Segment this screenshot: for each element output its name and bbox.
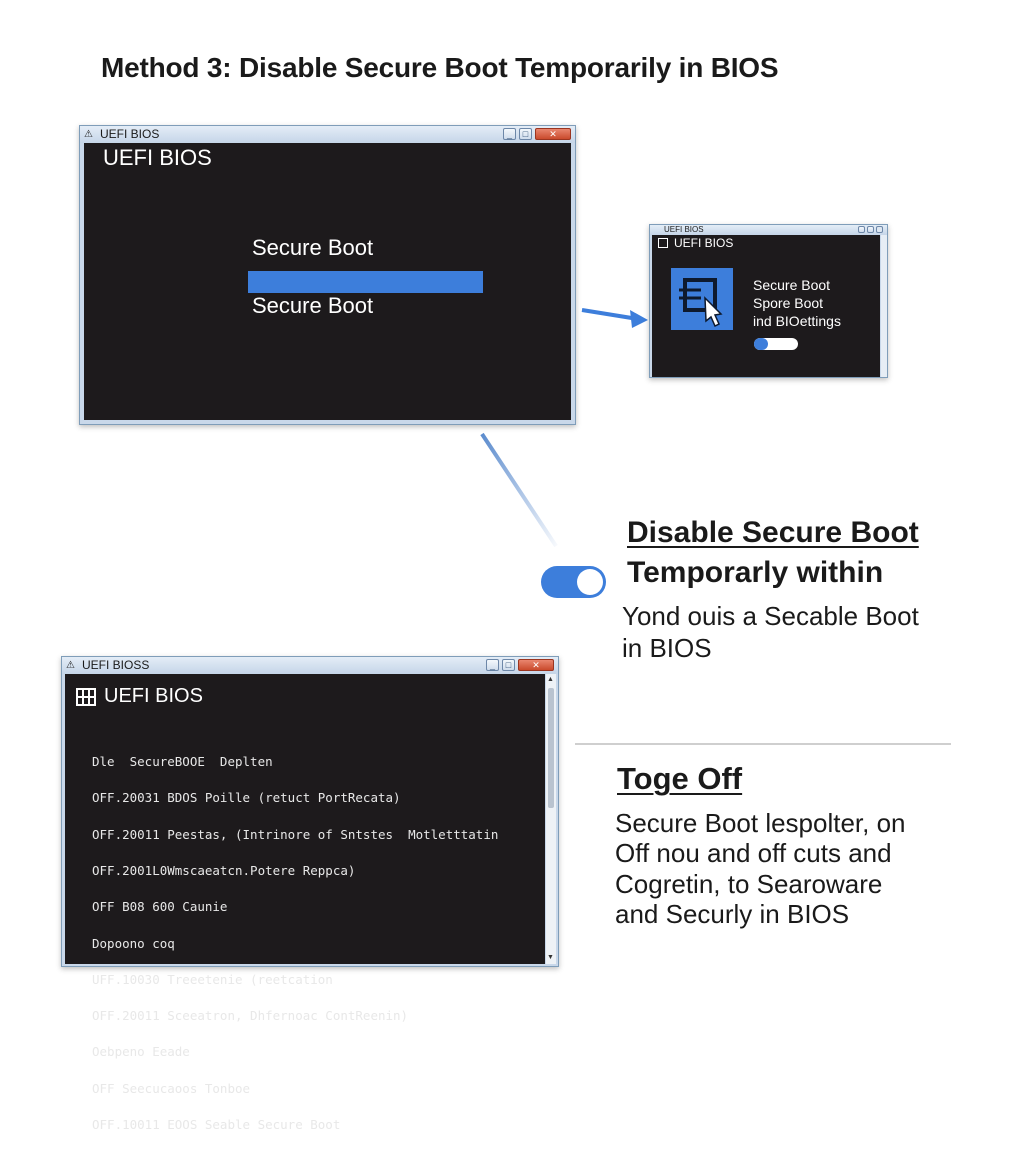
small-minimize-button[interactable] [858,226,865,233]
toggle-off-body-line2: Off nou and off cuts and [615,838,892,868]
uefi-main-title: UEFI BIOS [100,127,160,141]
uefi-terminal-header: UEFI BIOS [104,685,203,707]
close-button[interactable]: ✕ [535,128,571,140]
terminal-line: OFF.20031 BDOS Poille (retuct PortRecata… [92,790,401,806]
terminal-line: OFF.20011 Peestas, (Intrinore of Sntstes… [92,826,499,842]
bios-app-icon: ⚠ [66,660,75,671]
uefi-small-title: UEFI BIOS [664,225,704,234]
uefi-terminal-screen: UEFI BIOS Dle SecureBOOE Deplten OFF.200… [65,674,545,1131]
bios-app-icon: ⚠ [84,129,93,140]
grid-icon [76,688,96,706]
scroll-up-arrow-icon[interactable]: ▲ [547,676,554,683]
toggle-off-body-line3: Cogretin, to Searoware [615,869,883,899]
small-close-button[interactable] [876,226,883,233]
maximize-button[interactable]: □ [519,128,532,140]
terminal-scrollbar[interactable]: ▲ ▼ [546,674,556,964]
uefi-small-screen: UEFI BIOS Secure Boot Spore Boot ind BIO… [652,235,880,377]
small-scrollbar[interactable] [881,235,887,377]
scrollbar-thumb[interactable] [548,688,554,808]
uefi-small-header: UEFI BIOS [674,236,734,250]
uefi-small-titlebar[interactable]: UEFI BIOS [650,225,887,235]
terminal-line: OFF.20011 Sceeatron, Dhfernoac ContReeni… [92,1008,409,1024]
callout-body-line2: in BIOS [622,633,712,663]
uefi-main-screen: UEFI BIOS Secure Boot Secure Boot [84,143,571,420]
terminal-line: OFF Seecucaoos Tonboe [92,1080,251,1096]
terminal-line: UFF.10030 Treeetenie (reetcation [92,971,333,987]
small-line-spore-boot: Spore Boot [753,295,824,311]
terminal-log: Dle SecureBOOE Deplten OFF.20031 BDOS Po… [92,732,498,1155]
scroll-down-arrow-icon[interactable]: ▼ [547,954,554,961]
secure-boot-toggle[interactable] [541,566,606,598]
minimize-button[interactable]: _ [503,128,516,140]
uefi-terminal-titlebar[interactable]: ⚠ UEFI BIOSS _ □ ✕ [62,657,558,674]
small-toggle-accent [754,338,768,350]
terminal-maximize-button[interactable]: □ [502,659,515,671]
small-toggle[interactable] [754,338,798,350]
toggle-off-body-line1: Secure Boot lespolter, on [615,808,906,838]
toggle-off-body-line4: and Securly in BIOS [615,899,850,929]
toggle-off-heading: Toge Off [617,761,743,796]
menu-item-secure-boot[interactable]: Secure Boot [252,235,374,260]
terminal-line: OFF.2001L0Wmscaeatcn.Potere Reppca) [92,863,356,879]
uefi-main-titlebar[interactable]: ⚠ UEFI BIOS _ □ ✕ [80,126,575,143]
callout-heading-line1: Disable Secure Boot [627,516,919,549]
uefi-terminal-title: UEFI BIOSS [82,658,150,672]
document-pointer-icon [671,268,733,330]
terminal-line: OFF B08 600 Caunie [92,899,228,915]
terminal-line: OFF.10011 EOOS Seable Secure Boot [92,1117,341,1132]
callout-heading-line2: Temporarly within [627,556,884,589]
page-title: Method 3: Disable Secure Boot Temporaril… [101,52,779,83]
uefi-terminal-window: ⚠ UEFI BIOSS _ □ ✕ UEFI BIOS Dle SecureB… [61,656,559,1131]
terminal-line: Dopoono coq [92,935,175,951]
connector-line [480,432,558,548]
small-line-bios-settings: ind BIOettings [753,313,841,329]
uefi-main-window: ⚠ UEFI BIOS _ □ ✕ UEFI BIOS Secure Boot … [79,125,576,425]
divider [575,743,951,745]
small-maximize-button[interactable] [867,226,874,233]
toggle-knob [577,569,603,595]
small-header-icon [658,238,668,248]
uefi-main-header: UEFI BIOS [103,145,212,170]
menu-item-secure-boot-selected[interactable]: Secure Boot [252,293,374,318]
terminal-minimize-button[interactable]: _ [486,659,499,671]
uefi-small-window: UEFI BIOS UEFI BIOS Secure Boot Spore Bo… [649,224,888,378]
callout-body-line1: Yond ouis a Secable Boot [622,601,919,631]
terminal-close-button[interactable]: ✕ [518,659,554,671]
selection-highlight [248,271,483,293]
terminal-line: Dle SecureBOOE Deplten [92,754,273,770]
terminal-line: Oebpeno Eeade [92,1044,190,1060]
small-line-secure-boot: Secure Boot [753,277,831,293]
arrow-right-icon [581,308,648,328]
